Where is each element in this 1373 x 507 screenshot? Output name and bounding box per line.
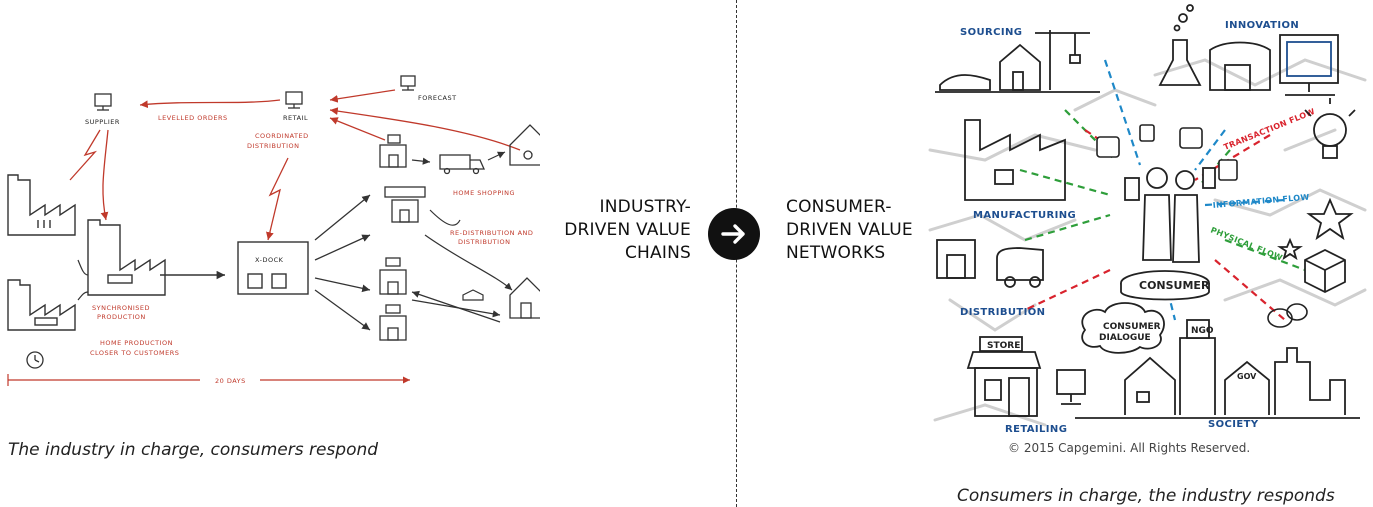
left-caption: The industry in charge, consumers respon…: [8, 440, 379, 460]
innovation-label: INNOVATION: [1225, 20, 1299, 31]
warehouse-icon: [936, 239, 976, 279]
consumer-heading-line-3: NETWORKS: [786, 243, 886, 263]
consumer-dialogue-cloud: [1081, 302, 1165, 354]
home-shopping-house-icon: [509, 124, 540, 166]
x-dock-label: X-DOCK: [255, 256, 284, 264]
innovation-building-icon: [1209, 41, 1271, 91]
consumer-heading-line-1: CONSUMER-: [786, 197, 892, 217]
forecast-computer-icon: [400, 75, 416, 91]
industry-value-chain-sketch: SUPPLIER RETAIL FORECAST LEVELLED ORDERS…: [7, 75, 540, 386]
supplier-computer-icon: [94, 93, 112, 111]
gov-label: GOV: [1237, 372, 1257, 381]
supplier-label: SUPPLIER: [85, 118, 120, 126]
factory-center-icon: [87, 219, 166, 296]
information-flow-label: INFORMATION FLOW: [1212, 193, 1309, 210]
society-buildings-icon: [1075, 319, 1360, 419]
consumer-label: CONSUMER: [1139, 279, 1210, 292]
factory-top-left-icon: [7, 174, 76, 236]
retail-label: RETAIL: [283, 114, 308, 122]
alarm-clock-icon: [26, 351, 44, 369]
ngo-label: NGO: [1191, 326, 1214, 336]
store-icon-3: [379, 257, 407, 295]
industry-driven-heading: INDUSTRY- DRIVEN VALUE CHAINS: [541, 196, 691, 265]
store-label: STORE: [987, 341, 1020, 351]
industry-heading-line-2: DRIVEN VALUE: [564, 220, 691, 240]
timeline-days-label: 20 DAYS: [215, 377, 246, 385]
physical-flow-label: PHYSICAL FLOW: [1209, 226, 1284, 263]
speech-bubbles-icon: [1267, 303, 1308, 328]
forecast-label: FORECAST: [418, 94, 457, 102]
retailing-label: RETAILING: [1005, 424, 1067, 432]
retail-computer-icon: [285, 91, 303, 109]
industry-heading-line-1: INDUSTRY-: [599, 197, 691, 217]
delivery-truck-icon: [439, 154, 486, 175]
car-icon: [462, 289, 484, 301]
manufacturing-factory-icon: [964, 119, 1066, 201]
lightbulb-icon: [1304, 98, 1356, 159]
cube-icon: [1304, 248, 1346, 294]
store-icon-2: [384, 186, 426, 223]
copyright-notice: © 2015 Capgemini. All Rights Reserved.: [1008, 441, 1251, 455]
transaction-flow-label: TRANSACTION FLOW: [1222, 107, 1316, 152]
sourcing-farm-icon: [935, 30, 1100, 93]
lab-flask-icon: [1158, 4, 1202, 86]
society-label: SOCIETY: [1208, 419, 1259, 430]
sourcing-label: SOURCING: [960, 27, 1022, 38]
levelled-orders-label: LEVELLED ORDERS: [158, 114, 228, 122]
store-icon-1: [379, 134, 407, 168]
home-house-icon: [509, 277, 540, 319]
delivery-van-icon: [996, 247, 1044, 288]
distribution-label: DISTRIBUTION: [960, 307, 1045, 318]
industry-heading-line-3: CHAINS: [624, 243, 691, 263]
consumer-value-network-sketch: SOURCING INNOVATION TRANSACTION FLOW INF…: [928, 4, 1367, 432]
manufacturing-label: MANUFACTURING: [973, 210, 1076, 221]
arrow-right-circle-icon: [708, 208, 760, 260]
consumer-driven-heading: CONSUMER- DRIVEN VALUE NETWORKS: [786, 196, 936, 265]
store-icon-4: [379, 304, 407, 341]
consumer-couple-icon: [1120, 167, 1216, 301]
right-caption: Consumers in charge, the industry respon…: [957, 486, 1335, 506]
innovation-computer-icon: [1279, 34, 1339, 96]
retail-computer-icon: [1056, 369, 1086, 405]
home-shopping-label: HOME SHOPPING: [453, 189, 515, 197]
store-building-icon: [966, 336, 1042, 417]
x-dock-icon: [237, 241, 309, 295]
receipt-bubble-icon: [1096, 124, 1238, 181]
consumer-heading-line-2: DRIVEN VALUE: [786, 220, 913, 240]
star-icon: [1277, 197, 1354, 261]
factory-bottom-left-icon: [7, 279, 76, 331]
